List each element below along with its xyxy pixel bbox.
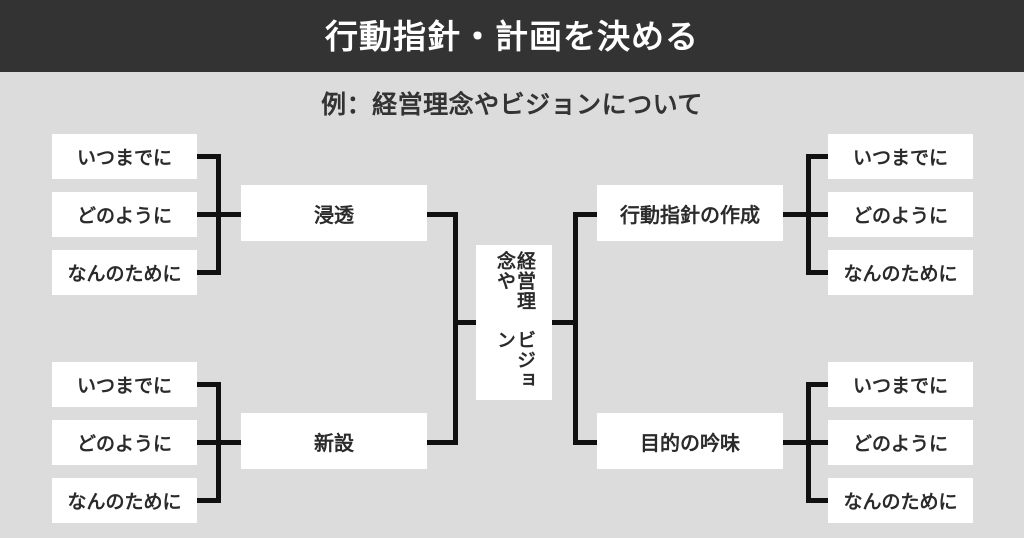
- connector-spine: [453, 212, 458, 445]
- connector-line: [573, 212, 601, 217]
- page-title: 行動指針・計画を決める: [325, 17, 699, 55]
- center-node-label-line1: 経営理念や: [494, 251, 535, 311]
- connector-line: [197, 440, 221, 445]
- list-item[interactable]: いつまでに: [52, 134, 197, 179]
- list-item[interactable]: いつまでに: [828, 134, 973, 179]
- branch-node[interactable]: 新設: [241, 413, 427, 469]
- connector-line: [783, 212, 811, 217]
- connector-spine: [573, 212, 578, 445]
- connector-line: [453, 320, 479, 325]
- list-item[interactable]: どのように: [52, 192, 197, 237]
- center-node-label-line2: ビジョン: [494, 330, 535, 391]
- list-item[interactable]: どのように: [828, 192, 973, 237]
- branch-node[interactable]: 浸透: [241, 185, 427, 241]
- branch-node[interactable]: 行動指針の作成: [597, 185, 783, 241]
- connector-line: [573, 440, 601, 445]
- connector-line: [427, 212, 458, 217]
- connector-line: [806, 270, 830, 275]
- center-node[interactable]: 経営理念やビジョン: [476, 245, 552, 400]
- list-item[interactable]: なんのために: [828, 250, 973, 295]
- connector-line: [197, 382, 221, 387]
- page-subtitle: 例：経営理念やビジョンについて: [321, 91, 703, 119]
- list-item[interactable]: なんのために: [52, 250, 197, 295]
- header-bar: 行動指針・計画を決める: [0, 0, 1024, 72]
- connector-line: [806, 498, 830, 503]
- connector-line: [197, 270, 221, 275]
- connector-line: [197, 212, 221, 217]
- list-item[interactable]: いつまでに: [52, 362, 197, 407]
- branch-node[interactable]: 目的の吟味: [597, 413, 783, 469]
- connector-line: [806, 382, 830, 387]
- connector-line: [783, 440, 811, 445]
- list-item[interactable]: どのように: [52, 420, 197, 465]
- list-item[interactable]: なんのために: [828, 478, 973, 523]
- connector-line: [427, 440, 458, 445]
- list-item[interactable]: なんのために: [52, 478, 197, 523]
- connector-line: [216, 440, 244, 445]
- connector-line: [216, 212, 244, 217]
- connector-line: [197, 498, 221, 503]
- connector-line: [806, 154, 830, 159]
- connector-line: [197, 154, 221, 159]
- list-item[interactable]: いつまでに: [828, 362, 973, 407]
- connector-line: [806, 212, 830, 217]
- connector-line: [806, 440, 830, 445]
- connector-line: [552, 320, 578, 325]
- list-item[interactable]: どのように: [828, 420, 973, 465]
